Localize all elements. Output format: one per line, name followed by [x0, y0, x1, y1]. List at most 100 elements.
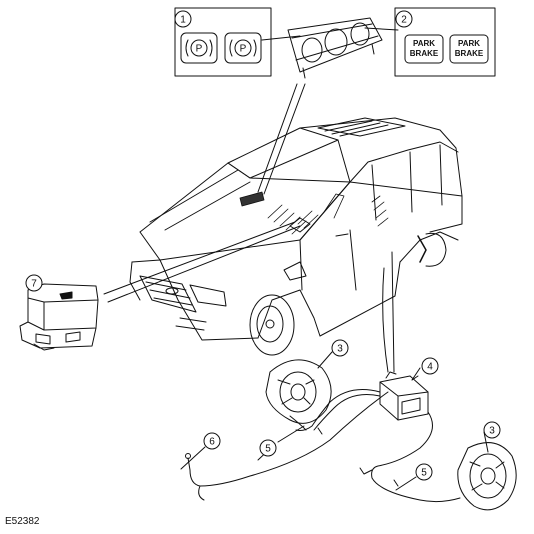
vehicle-front-wheel — [249, 294, 295, 356]
warning-lamp-arcs-2 — [229, 39, 257, 57]
callout-2-label: 2 — [401, 15, 407, 26]
brake-actuator — [379, 251, 429, 421]
vehicle-windscreen-pillar — [299, 127, 351, 183]
warning-lamp-box-1 — [180, 32, 218, 64]
backplate-left-cable-entry — [289, 415, 307, 431]
backplate-left-shoes — [277, 379, 315, 405]
callout-7-label: 7 — [31, 279, 37, 290]
callout-3b-label: 3 — [489, 426, 495, 437]
callout-7 — [25, 274, 43, 292]
leader-cluster-car-b — [263, 83, 306, 195]
callout-2 — [395, 10, 413, 28]
actuator-connector — [401, 397, 421, 415]
switch-connector — [35, 331, 81, 345]
backplate-left-hub — [290, 383, 306, 401]
park-brake-lamp-box-2 — [449, 34, 489, 64]
vehicle-centre-console-hatch — [267, 204, 319, 235]
cable-right — [371, 411, 461, 503]
leader-actuator-car — [391, 251, 395, 373]
switch-button-symbol — [59, 291, 73, 300]
vehicle-interior-hatching — [239, 191, 389, 235]
vehicle-pillars — [371, 144, 443, 221]
vehicle-rear-wheel — [425, 232, 447, 267]
vehicle-seat-outline — [323, 193, 345, 219]
vehicle-grille — [139, 275, 197, 313]
leader-3b — [483, 431, 489, 453]
warning-lamp-symbol-2: P — [240, 44, 247, 55]
cable-left — [295, 389, 381, 431]
backplate-left-outline — [265, 359, 332, 424]
vehicle-side-vent — [283, 261, 307, 281]
switch-body — [27, 297, 99, 331]
vehicle-front-wheel-rim — [256, 305, 284, 343]
vehicle-front-bumper-line — [131, 259, 259, 341]
vehicle-rear-arch — [399, 231, 459, 263]
vehicle-seat-belt-hatch — [371, 195, 389, 227]
cable-emergency-end — [198, 485, 205, 501]
inset-1-frame — [174, 7, 272, 77]
vehicle-door-handle — [335, 233, 349, 237]
callout-1 — [174, 10, 192, 28]
callout-3b — [483, 421, 501, 439]
leader-5b — [395, 476, 417, 491]
backplate-right-hub — [480, 467, 496, 485]
callout-6 — [203, 432, 221, 450]
cable-left-b — [313, 394, 381, 431]
vehicle-badge — [165, 287, 179, 295]
callout-4 — [421, 357, 439, 375]
warning-lamp-arcs-1 — [185, 39, 213, 57]
callout-5b-label: 5 — [421, 468, 427, 479]
cable-emergency-release — [187, 391, 389, 487]
backplate-left-inner — [279, 371, 317, 413]
park-brake-lamp-line2-2: BRAKE — [455, 49, 484, 58]
backplate-right-shoes — [469, 461, 505, 491]
leader-switch-car-a — [103, 221, 296, 295]
instrument-cluster — [257, 17, 399, 195]
cluster-dial-left — [301, 37, 323, 63]
vehicle-front-wheel-arch — [257, 289, 321, 339]
vehicle-left-headlamp-edge — [129, 261, 141, 301]
vehicle-roof-outline — [227, 117, 463, 197]
callout-6-label: 6 — [209, 437, 215, 448]
vehicle — [129, 117, 463, 356]
park-brake-lamp-line1-2: PARK — [458, 39, 480, 48]
vehicle-bonnet-front-edge — [139, 231, 301, 261]
actuator-edges — [379, 381, 429, 421]
park-brake-switch — [19, 221, 301, 351]
callout-3a — [331, 339, 349, 357]
cluster-dial-center — [324, 28, 348, 56]
leader-5a — [277, 425, 305, 443]
leader-inset-1-cluster — [261, 35, 301, 41]
leader-switch-car-b — [107, 225, 301, 303]
vehicle-windscreen-base — [227, 139, 339, 179]
vehicle-cluster-location — [239, 191, 265, 207]
warning-lamp-symbol-1: P — [196, 44, 203, 55]
callout-5a — [259, 439, 277, 457]
cluster-mounting-tabs — [302, 43, 375, 79]
backplate-right-outline — [457, 442, 517, 511]
vehicle-door-lines — [299, 229, 357, 291]
switch-connector-pins — [33, 343, 55, 351]
backplate-right-inner — [469, 453, 507, 499]
leader-cluster-car-a — [257, 83, 298, 193]
brake-cables — [185, 389, 461, 503]
cluster-housing — [287, 17, 383, 73]
leader-4 — [411, 367, 421, 381]
figure-id: E52382 — [5, 516, 40, 527]
warning-lamp-circle-2 — [234, 39, 252, 57]
callout-3a-label: 3 — [337, 344, 343, 355]
vehicle-sill — [319, 261, 401, 337]
park-brake-lamp-box-1 — [404, 34, 444, 64]
brake-backplate-right — [457, 442, 517, 511]
actuator-body — [379, 375, 429, 421]
callouts: 1 2 3 3 4 5 5 6 7 — [25, 10, 501, 481]
vehicle-headlamp — [189, 284, 227, 307]
vehicle-front-wheel-hub — [265, 319, 275, 329]
inset-warning-lamps: P P — [174, 7, 272, 77]
vehicle-beltline — [299, 181, 463, 241]
cluster-dial-right — [350, 22, 370, 46]
vehicle-sunroof — [317, 117, 406, 137]
vehicle-side-windows-top — [349, 141, 459, 183]
